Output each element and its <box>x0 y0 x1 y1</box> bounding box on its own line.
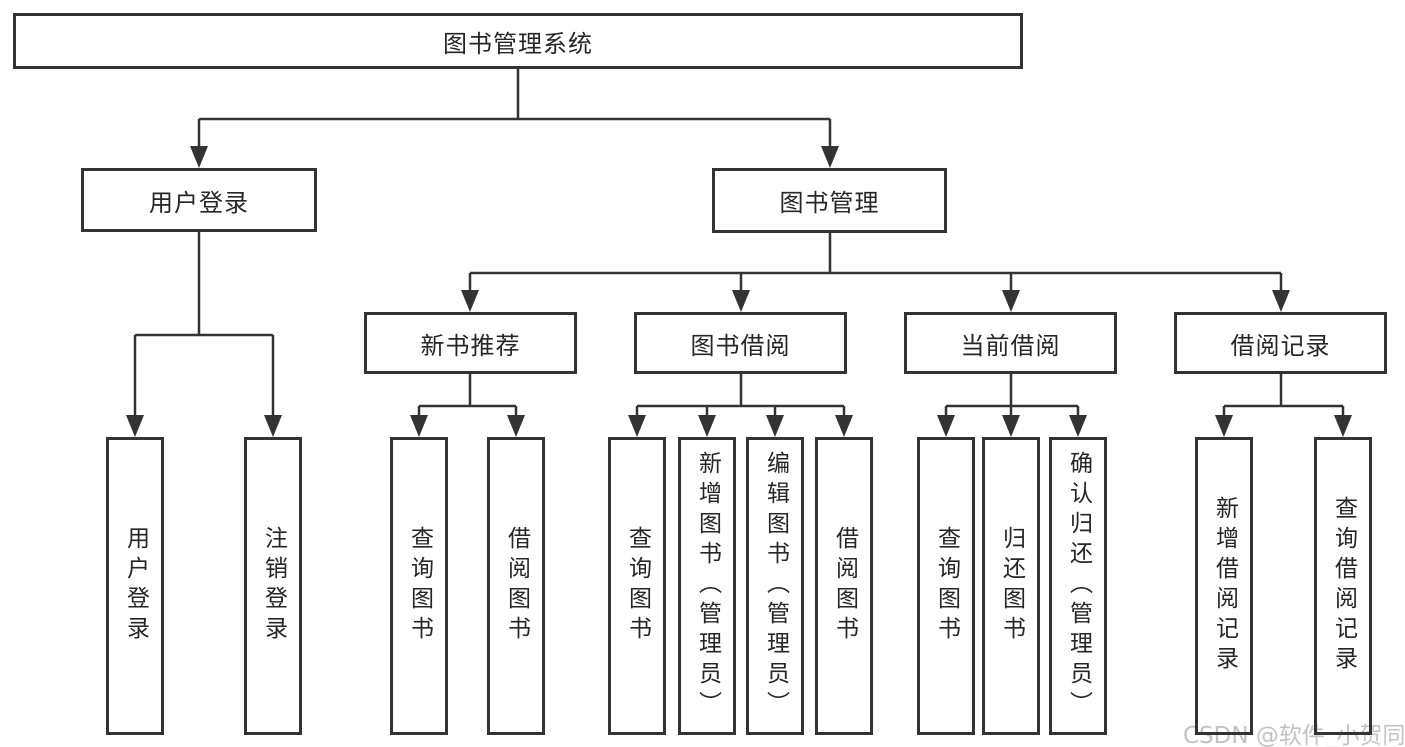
arrowhead <box>628 415 646 437</box>
leaf-query-borrow-record: 查询借阅记录 <box>1314 437 1372 735</box>
leaf-return-books: 归还图书 <box>982 437 1040 735</box>
leaf-confirm-return-admin: 确认归还（管理员） <box>1049 437 1107 735</box>
node-label: 图书管理 <box>779 189 880 217</box>
connector-user-login-to-leaves <box>133 232 275 420</box>
node-library-management-system: 图书管理系统 <box>13 13 1023 69</box>
node-label: 图书管理系统 <box>443 29 593 58</box>
leaf-logout: 注销登录 <box>244 437 302 735</box>
arrowhead <box>835 415 853 437</box>
node-label: 借阅图书 <box>831 526 858 646</box>
arrowhead <box>1002 290 1020 312</box>
connector-new-book-recommend-to-leaves <box>417 374 518 420</box>
arrowhead <box>410 415 428 437</box>
leaf-query-books-recommend: 查询图书 <box>390 437 448 735</box>
leaf-query-books-current: 查询图书 <box>917 437 975 735</box>
node-label: 编辑图书（管理员） <box>762 451 789 721</box>
arrowhead <box>190 146 208 168</box>
arrowhead <box>461 290 479 312</box>
node-label: 新书推荐 <box>420 331 521 360</box>
node-label: 查询图书 <box>933 526 960 646</box>
arrowhead <box>937 415 955 437</box>
node-label: 注销登录 <box>260 526 287 646</box>
leaf-user-login: 用户登录 <box>106 437 164 735</box>
node-label: 新增图书（管理员） <box>694 451 721 721</box>
node-label: 借阅图书 <box>503 526 530 646</box>
arrowhead <box>264 415 282 437</box>
node-label: 用户登录 <box>122 526 149 646</box>
connector-borrow-records-to-leaves <box>1222 374 1345 420</box>
node-new-book-recommend: 新书推荐 <box>364 312 577 374</box>
leaf-add-borrow-record: 新增借阅记录 <box>1195 437 1253 735</box>
leaf-add-books-admin: 新增图书（管理员） <box>678 437 736 735</box>
node-label: 借阅记录 <box>1230 331 1331 360</box>
node-label: 查询借阅记录 <box>1330 496 1357 676</box>
arrowhead <box>1069 415 1087 437</box>
node-label: 用户登录 <box>149 188 249 217</box>
node-label: 归还图书 <box>998 526 1025 646</box>
leaf-edit-books-admin: 编辑图书（管理员） <box>746 437 804 735</box>
connector-book-borrow-to-leaves <box>635 374 846 420</box>
arrowheads <box>126 146 1352 437</box>
node-label: 新增借阅记录 <box>1211 496 1238 676</box>
arrowhead <box>507 415 525 437</box>
node-label: 查询图书 <box>624 526 651 646</box>
connector-current-borrow-to-leaves <box>944 374 1080 420</box>
arrowhead <box>126 415 144 437</box>
arrowhead <box>1334 415 1352 437</box>
leaf-query-books-borrow: 查询图书 <box>608 437 666 735</box>
node-label: 图书借阅 <box>690 331 791 360</box>
arrowhead <box>698 415 716 437</box>
connector-book-management-to-level3 <box>468 233 1283 295</box>
arrowhead <box>821 146 839 168</box>
leaf-borrow-books: 借阅图书 <box>815 437 873 735</box>
node-user-login: 用户登录 <box>81 168 317 232</box>
leaf-borrow-books-recommend: 借阅图书 <box>487 437 545 735</box>
csdn-watermark: CSDN @软件_小贺同学 <box>1183 723 1405 747</box>
arrowhead <box>1002 415 1020 437</box>
node-label: 查询图书 <box>406 526 433 646</box>
node-borrow-records: 借阅记录 <box>1174 312 1387 374</box>
node-label: 当前借阅 <box>960 331 1061 360</box>
connector-root-to-level2 <box>197 69 832 150</box>
arrowhead <box>732 290 750 312</box>
arrowhead <box>766 415 784 437</box>
node-book-borrow: 图书借阅 <box>634 312 847 374</box>
node-label: 确认归还（管理员） <box>1065 451 1092 721</box>
node-book-management: 图书管理 <box>712 168 947 233</box>
node-current-borrow: 当前借阅 <box>904 312 1117 374</box>
arrowhead <box>1215 415 1233 437</box>
arrowhead <box>1272 290 1290 312</box>
